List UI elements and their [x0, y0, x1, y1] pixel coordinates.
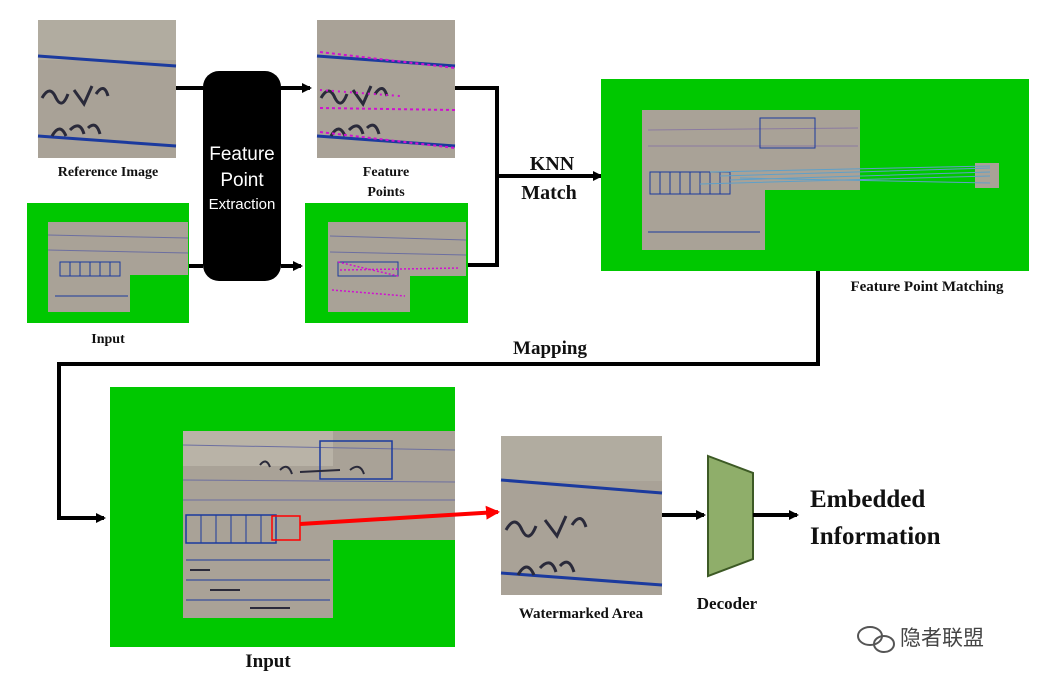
input-bottom-label: Input: [245, 651, 291, 672]
feature-point-extraction-box: Feature Point Extraction: [203, 71, 281, 281]
input-image-top: [27, 203, 189, 323]
watermark-region-box: [271, 515, 301, 541]
reference-image-label: Reference Image: [58, 165, 158, 180]
watermarked-area-label: Watermarked Area: [519, 606, 644, 622]
mapping-connector: [57, 271, 820, 523]
knn-connector: [455, 86, 603, 267]
fpe-line2: Point: [220, 170, 264, 191]
decoder-label: Decoder: [697, 594, 758, 613]
input-top-label: Input: [91, 332, 125, 347]
wechat-icon: [857, 626, 895, 653]
feature-point-matching-label: Feature Point Matching: [850, 279, 1004, 295]
feature-points-image-input: [305, 203, 468, 323]
feature-points-label-line2: Points: [367, 185, 405, 200]
feature-points-label-line1: Feature: [363, 165, 409, 180]
feature-point-matching-image: [601, 79, 1029, 271]
embedded-label-line2: Information: [810, 523, 941, 550]
decoder-shape: [707, 454, 754, 578]
embedded-label-line1: Embedded: [810, 486, 925, 513]
watermark-text: 隐者联盟: [900, 626, 984, 650]
knn-label-line2: Match: [521, 182, 577, 204]
watermarked-area-image: [500, 436, 663, 595]
red-mapping-arrow: [299, 505, 500, 526]
reference-image: [37, 20, 177, 158]
feature-points-image-top: [316, 20, 456, 158]
fpe-line3: Extraction: [209, 196, 276, 213]
mapping-label: Mapping: [513, 338, 587, 359]
fpe-line1: Feature: [209, 144, 274, 165]
connector-arrows-top: [176, 83, 312, 271]
knn-label-line1: KNN: [530, 153, 575, 175]
